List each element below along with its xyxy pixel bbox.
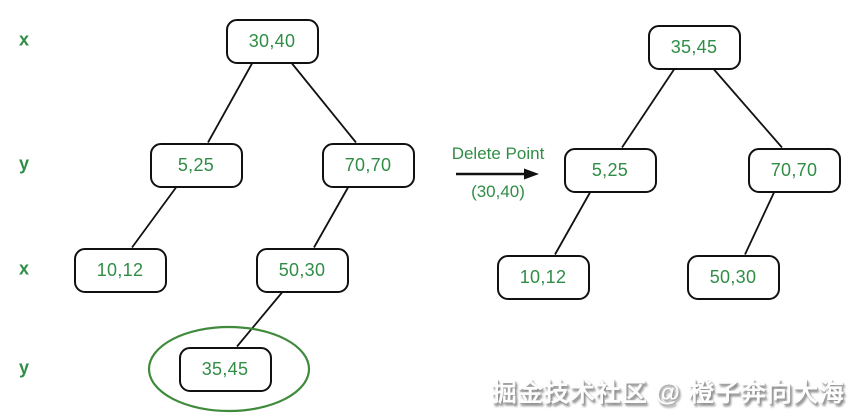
tree-node-after-50-30: 50,30 [686, 254, 780, 300]
tree-edge [236, 291, 283, 348]
tree-node-after-70-70: 70,70 [747, 147, 841, 193]
tree-edge [207, 63, 253, 143]
tree-node-before-50-30: 50,30 [255, 247, 349, 293]
delete-operation-label: Delete Point [451, 144, 545, 163]
right-arrow-icon [456, 168, 539, 180]
tree-node-after-35-45: 35,45 [647, 24, 741, 70]
axis-label-level-1: x [19, 29, 30, 50]
tree-edge [291, 62, 357, 144]
tree-node-before-5-25: 5,25 [149, 142, 243, 188]
tree-node-before-10-12: 10,12 [73, 247, 167, 293]
tree-node-before-70-70: 70,70 [321, 142, 415, 188]
axis-label-level-3: x [19, 258, 30, 279]
tree-edge [621, 69, 675, 148]
axis-label-level-2: y [19, 153, 30, 174]
delete-operation-point: (30,40) [471, 181, 525, 201]
watermark-text: 掘金技术社区 @ 橙子奔向大海 [491, 379, 845, 407]
tree-node-after-10-12: 10,12 [496, 254, 590, 300]
tree-node-after-5-25: 5,25 [563, 147, 657, 193]
tree-edge [313, 187, 349, 248]
tree-node-before-35-45: 35,45 [178, 346, 272, 392]
tree-edge [131, 186, 177, 249]
highlight-ellipse [147, 325, 311, 413]
tree-edge [744, 192, 775, 255]
tree-node-before-30-40: 30,40 [225, 18, 319, 64]
tree-edge [713, 68, 783, 149]
delete-operation: Delete Point (30,40) [446, 144, 550, 201]
tree-edge [554, 192, 591, 255]
axis-label-level-4: y [19, 357, 30, 378]
